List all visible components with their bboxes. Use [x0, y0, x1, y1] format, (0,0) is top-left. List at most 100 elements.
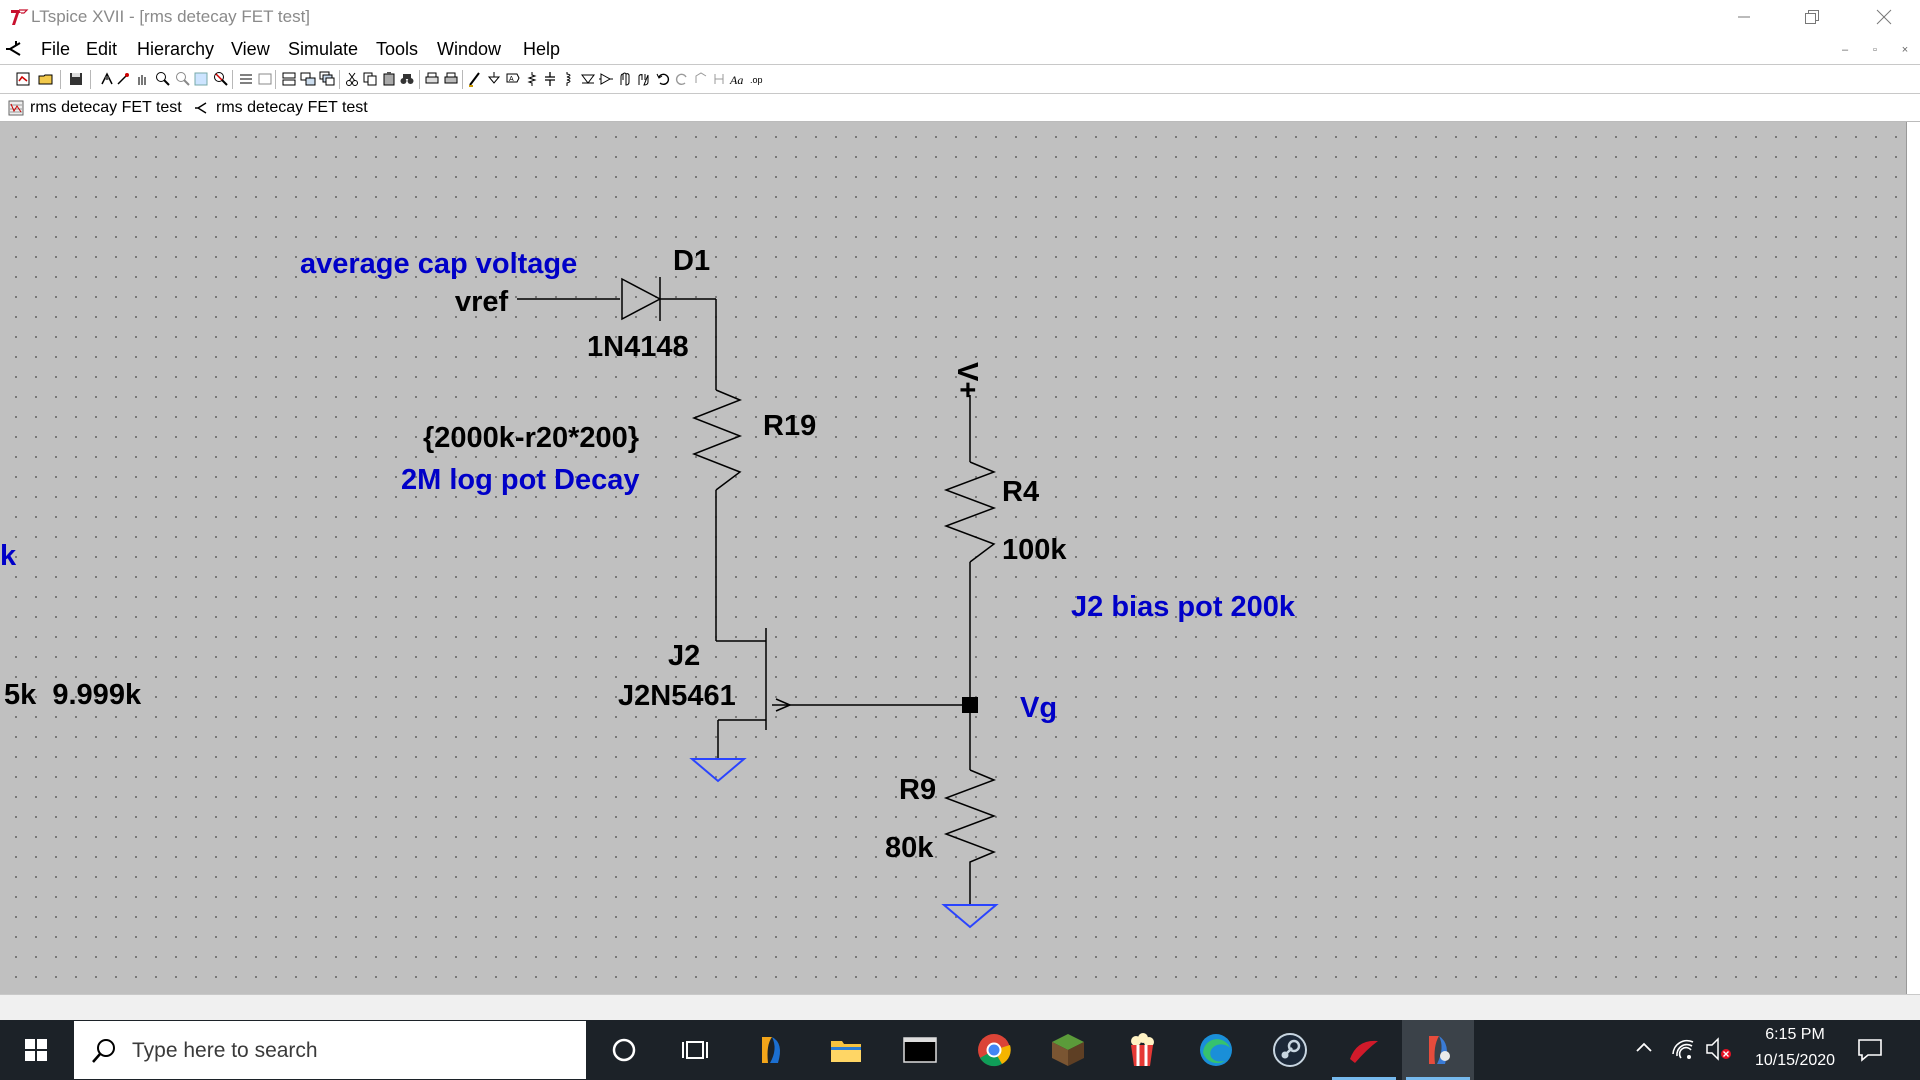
text-icon[interactable]: Aa [729, 71, 745, 87]
label-net-icon[interactable]: A [505, 71, 521, 87]
place-resistor-icon[interactable] [524, 71, 540, 87]
place-diode-icon[interactable] [580, 71, 596, 87]
zoom-out-icon[interactable] [175, 71, 191, 87]
taskbar-file-explorer[interactable] [810, 1020, 882, 1080]
clock-time[interactable]: 6:15 PM [1765, 1026, 1825, 1043]
restore-button[interactable] [1778, 0, 1846, 34]
zoom-cancel-icon[interactable] [213, 71, 229, 87]
place-capacitor-icon[interactable] [542, 71, 558, 87]
taskbar-ltspice-pin[interactable] [736, 1020, 808, 1080]
offscreen-values[interactable]: 5k 9.999k [4, 679, 142, 711]
save-icon[interactable] [68, 71, 84, 87]
tile-vertical-icon[interactable] [300, 71, 316, 87]
taskbar-steam[interactable] [1254, 1020, 1326, 1080]
j2-model[interactable]: J2N5461 [618, 680, 736, 712]
print-icon[interactable] [424, 71, 440, 87]
move-icon[interactable] [617, 71, 633, 87]
jfet-j2[interactable] [765, 628, 792, 730]
comment-average-cap-voltage[interactable]: average cap voltage [300, 248, 577, 280]
menu-window[interactable]: Window [437, 39, 502, 59]
find-icon[interactable] [399, 71, 415, 87]
mdi-minimize-button[interactable]: – [1841, 44, 1849, 56]
ground-r9[interactable] [941, 904, 999, 929]
cascade-icon[interactable] [319, 71, 335, 87]
r4-name[interactable]: R4 [1002, 476, 1039, 508]
autorange-icon[interactable] [238, 71, 254, 87]
undo-icon[interactable] [655, 71, 671, 87]
place-component-icon[interactable] [598, 71, 614, 87]
taskbar-popcorn[interactable] [1106, 1020, 1178, 1080]
taskbar-ltspice-active[interactable] [1402, 1020, 1474, 1080]
minimize-button[interactable] [1710, 0, 1778, 34]
taskbar-minecraft[interactable] [1032, 1020, 1104, 1080]
net-label-vplus[interactable]: V+ [951, 362, 983, 398]
mdi-restore-button[interactable]: ▫ [1873, 44, 1877, 56]
menu-tools[interactable]: Tools [376, 39, 419, 59]
net-label-vg[interactable]: Vg [1020, 692, 1057, 724]
print-preview-icon[interactable] [443, 71, 459, 87]
open-icon[interactable] [38, 71, 54, 87]
clock-date[interactable]: 10/15/2020 [1754, 1052, 1836, 1069]
menu-view[interactable]: View [231, 39, 270, 59]
tab-waveform-viewer[interactable]: rms detecay FET test [8, 94, 182, 121]
menu-edit[interactable]: Edit [86, 39, 118, 59]
run-icon[interactable] [115, 71, 131, 87]
zoom-fit-icon[interactable] [193, 71, 209, 87]
taskbar-chrome[interactable] [958, 1020, 1030, 1080]
cortana-button[interactable] [588, 1020, 660, 1080]
mirror-icon[interactable] [711, 71, 727, 87]
resistor-r4[interactable] [943, 461, 997, 563]
menu-file[interactable]: File [41, 39, 71, 59]
halt-icon[interactable] [134, 71, 150, 87]
new-schematic-icon[interactable] [15, 71, 31, 87]
comment-r19-decay[interactable]: 2M log pot Decay [401, 464, 640, 496]
show-hidden-icons-button[interactable] [1634, 1038, 1654, 1063]
close-button[interactable] [1850, 0, 1918, 34]
offscreen-label-k[interactable]: k [0, 540, 17, 572]
resistor-r9[interactable] [943, 769, 997, 870]
j2-name[interactable]: J2 [668, 640, 700, 672]
ground-icon[interactable] [486, 71, 502, 87]
action-center-button[interactable] [1856, 1036, 1884, 1069]
start-button[interactable] [0, 1020, 72, 1080]
r9-value[interactable]: 80k [885, 832, 934, 864]
taskbar-terminal[interactable] [884, 1020, 956, 1080]
taskbar-edge[interactable] [1180, 1020, 1252, 1080]
comment-j2-bias-pot[interactable]: J2 bias pot 200k [1071, 591, 1296, 623]
place-inductor-icon[interactable] [561, 71, 577, 87]
ground-j2[interactable] [689, 758, 747, 783]
task-view-button[interactable] [660, 1020, 732, 1080]
paste-icon[interactable] [381, 71, 397, 87]
spice-directive-icon[interactable]: .op [749, 71, 765, 87]
r19-value[interactable]: {2000k-r20*200} [423, 422, 639, 454]
rotate-icon[interactable] [693, 71, 709, 87]
menu-simulate[interactable]: Simulate [288, 39, 359, 59]
r19-name[interactable]: R19 [763, 410, 816, 442]
net-label-vref[interactable]: vref [455, 286, 509, 318]
r4-value[interactable]: 100k [1002, 534, 1067, 566]
cut-icon[interactable] [344, 71, 360, 87]
diode-d1[interactable] [621, 277, 662, 321]
control-panel-icon[interactable] [99, 71, 115, 87]
zoom-in-icon[interactable] [155, 71, 171, 87]
volume-button[interactable] [1704, 1036, 1732, 1067]
menu-help[interactable]: Help [523, 39, 561, 59]
taskbar-search-box[interactable]: Type here to search [74, 1021, 586, 1079]
network-button[interactable] [1670, 1036, 1696, 1067]
schematic-canvas[interactable]: average cap voltage vref D1 1N4148 {2000… [0, 122, 1920, 994]
tab-schematic[interactable]: rms detecay FET test [194, 94, 368, 121]
tile-horizontal-icon[interactable] [281, 71, 297, 87]
redo-icon[interactable] [674, 71, 690, 87]
taskbar-redline-app[interactable] [1328, 1020, 1400, 1080]
d1-model[interactable]: 1N4148 [587, 331, 689, 363]
r9-name[interactable]: R9 [899, 774, 936, 806]
mdi-close-button[interactable]: × [1901, 44, 1909, 56]
copy-icon[interactable] [362, 71, 378, 87]
node-junction-vg[interactable] [962, 697, 978, 713]
d1-name[interactable]: D1 [673, 245, 710, 277]
menu-hierarchy[interactable]: Hierarchy [137, 39, 215, 59]
draw-wire-icon[interactable] [467, 71, 483, 87]
fullscreen-icon[interactable] [257, 71, 273, 87]
resistor-r19[interactable] [691, 389, 743, 491]
drag-icon[interactable] [636, 71, 652, 87]
